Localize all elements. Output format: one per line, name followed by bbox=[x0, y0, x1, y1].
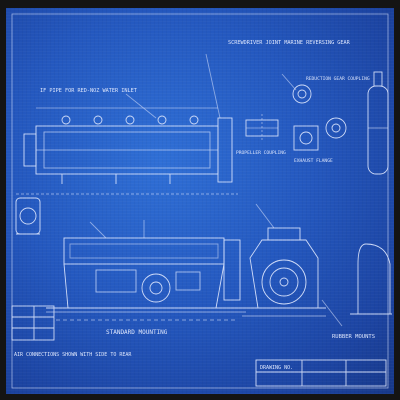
title-block-label: DRAWING NO. bbox=[260, 365, 293, 371]
engine-end-view-left bbox=[15, 197, 41, 235]
blueprint-drawing: IF PIPE FOR RED-NOZ WATER INLET SCREWDRI… bbox=[11, 13, 392, 389]
note-top-right: SCREWDRIVER JOINT MARINE REVERSING GEAR bbox=[228, 40, 351, 46]
exhaust-flange bbox=[293, 125, 319, 151]
blueprint-sheet: IF PIPE FOR RED-NOZ WATER INLET SCREWDRI… bbox=[6, 8, 394, 394]
note-bottom-left: AIR CONNECTIONS SHOWN WITH SIDE TO REAR bbox=[14, 352, 132, 358]
engine-plan-view bbox=[16, 107, 238, 195]
left-note-table bbox=[11, 305, 55, 341]
title-block bbox=[255, 359, 387, 387]
label-reduction-gear-coupling: REDUCTION GEAR COUPLING bbox=[306, 76, 370, 82]
rubber-mount-view bbox=[350, 243, 392, 315]
label-propeller-coupling: PROPELLER COUPLING bbox=[236, 150, 286, 156]
engine-side-elevation bbox=[46, 220, 246, 321]
engine-front-elevation bbox=[242, 227, 326, 317]
note-top-left: IF PIPE FOR RED-NOZ WATER INLET bbox=[40, 88, 137, 94]
label-exhaust-flange: EXHAUST FLANGE bbox=[294, 158, 333, 164]
reduction-gear-view bbox=[367, 71, 389, 175]
propeller-coupling bbox=[245, 114, 279, 142]
label-rubber-mounts: RUBBER MOUNTS bbox=[332, 334, 375, 340]
label-standard-mounting: STANDARD MOUNTING bbox=[106, 329, 168, 336]
reduction-gear-coupling bbox=[292, 84, 347, 139]
leader-lines bbox=[89, 53, 343, 327]
